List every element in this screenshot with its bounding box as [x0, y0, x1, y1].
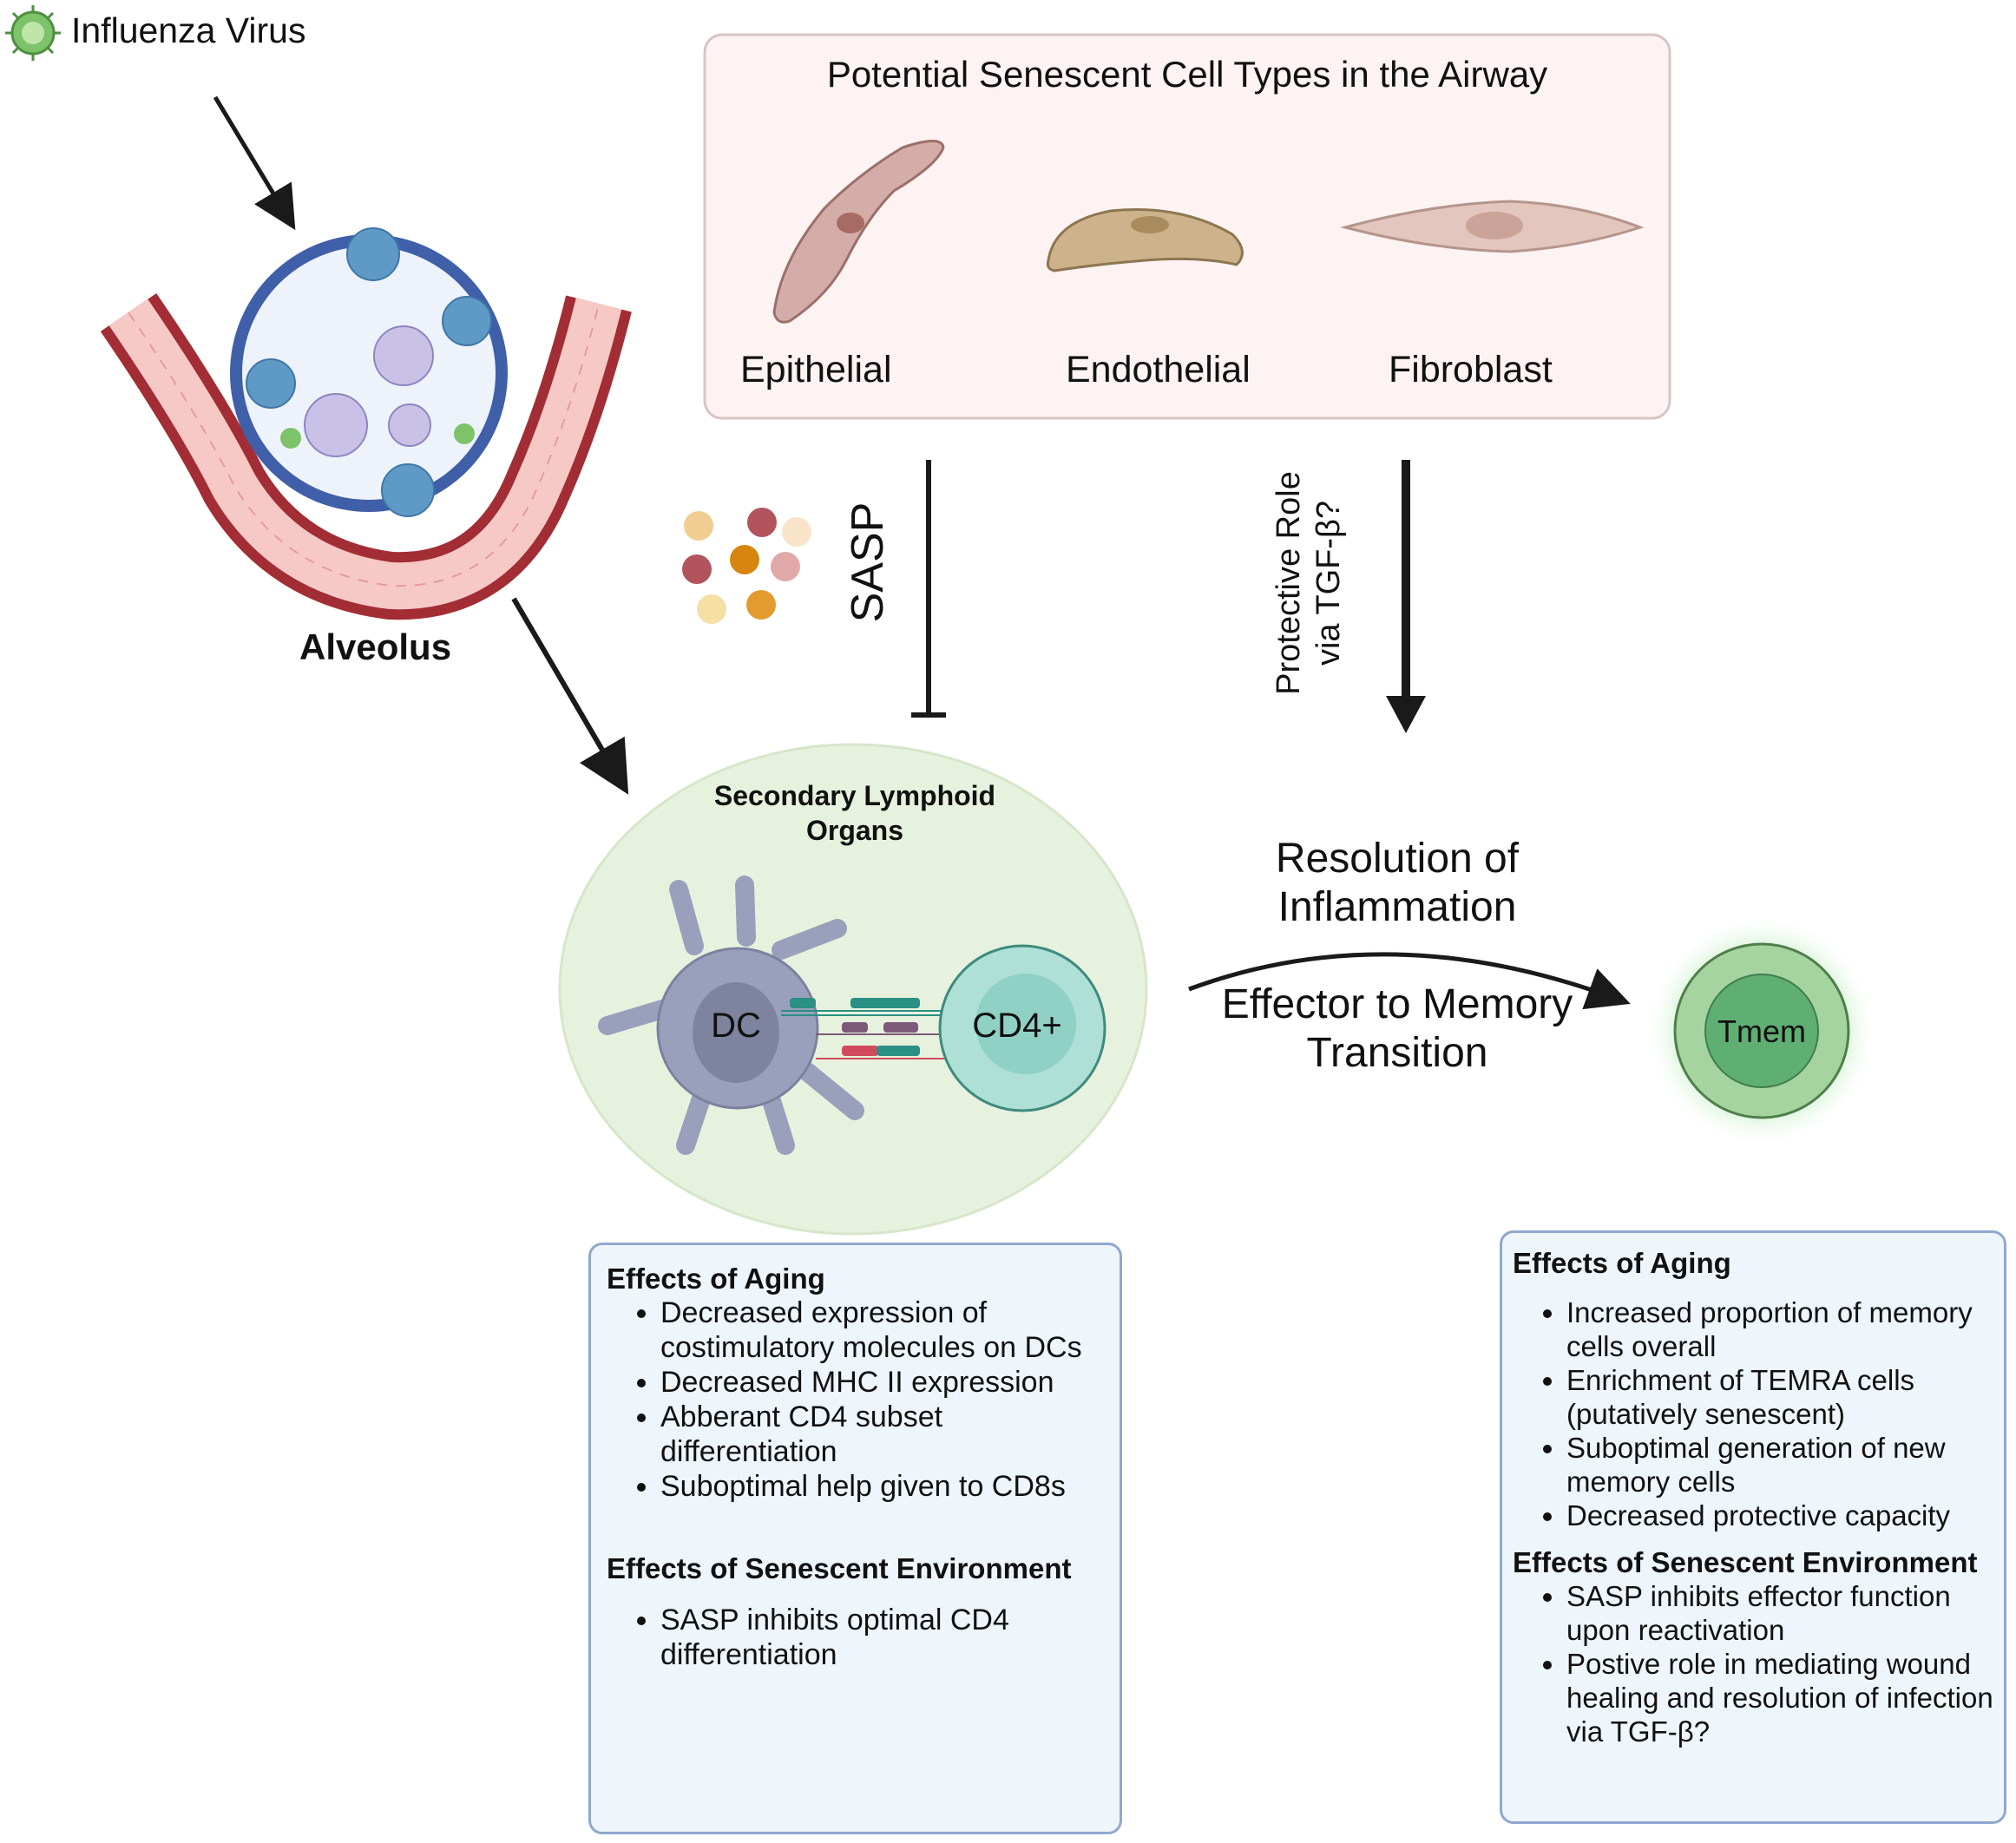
list-item: Decreased MHC II expression: [660, 1365, 1104, 1400]
endothelial-label: Endothelial: [1066, 349, 1251, 390]
dc-label: DC: [711, 1007, 761, 1045]
right-senescent-list: SASP inhibits effector function upon rea…: [1513, 1579, 1993, 1748]
fibroblast-cell-icon: [1340, 200, 1645, 253]
virus-to-alveolus-arrow: [213, 95, 296, 231]
list-item: Enrichment of TEMRA cells (putatively se…: [1566, 1363, 1993, 1431]
cd4-label: CD4+: [972, 1007, 1062, 1045]
virus-icon: [5, 5, 61, 61]
alveolus-label: Alveolus: [299, 626, 452, 667]
lymphoid-title: Secondary Lymphoid Organs: [681, 778, 1028, 848]
list-item: Postive role in mediating wound healing …: [1566, 1647, 1993, 1748]
right-aging-heading: Effects of Aging: [1513, 1247, 1731, 1279]
list-item: SASP inhibits optimal CD4 differentiatio…: [660, 1603, 1104, 1672]
protective-role-line1: Protective Role: [1271, 471, 1307, 695]
list-item: Decreased protective capacity: [1566, 1499, 1993, 1532]
left-senescent-list: SASP inhibits optimal CD4 differentiatio…: [607, 1603, 1104, 1672]
sasp-label: SASP: [843, 502, 893, 623]
alveolus-to-lymphoid-arrow: [511, 597, 629, 795]
fibroblast-label: Fibroblast: [1389, 349, 1553, 390]
senescent-panel-title: Potential Senescent Cell Types in the Ai…: [826, 54, 1548, 95]
effector-to-memory-arrow: [1188, 952, 1631, 1010]
protective-role-line2: via TGF-β?: [1310, 500, 1347, 666]
alveolus-illustration: [100, 227, 632, 620]
dendritic-cell-icon: [598, 876, 864, 1155]
epithelial-cell-icon: [772, 140, 945, 324]
list-item: SASP inhibits effector function upon rea…: [1566, 1579, 1993, 1647]
list-item: Increased proportion of memory cells ove…: [1566, 1295, 1993, 1363]
resolution-line1: Resolution of: [1275, 836, 1520, 882]
sasp-inhibition-line: [911, 460, 946, 718]
endothelial-cell-icon: [1046, 208, 1244, 272]
cd4-cell-icon: [938, 944, 1107, 1112]
sasp-particles: [682, 508, 811, 624]
lymphoid-title-line2: Organs: [805, 815, 904, 846]
resolution-line2: Inflammation: [1277, 884, 1517, 930]
tmem-cell-icon: [1645, 914, 1879, 1148]
list-item: Suboptimal help given to CD8s: [660, 1469, 1104, 1504]
tmem-label: Tmem: [1717, 1013, 1806, 1049]
right-senescent-heading: Effects of Senescent Environment: [1513, 1546, 1978, 1578]
list-item: Suboptimal generation of new memory cell…: [1566, 1431, 1993, 1499]
epithelial-label: Epithelial: [740, 349, 892, 390]
list-item: Decreased expression of costimulatory mo…: [660, 1295, 1104, 1365]
virus-legend-label: Influenza Virus: [71, 10, 306, 50]
protective-role-label: Protective Role via TGF-β?: [1269, 457, 1352, 709]
effector-memory-label: Effector to Memory Transition: [1189, 981, 1606, 1078]
lymphoid-effects-box: Effects of Aging Decreased expression of…: [588, 1243, 1122, 1834]
left-senescent-heading: Effects of Senescent Environment: [607, 1552, 1072, 1584]
effector-line1: Effector to Memory: [1221, 981, 1573, 1027]
right-aging-list: Increased proportion of memory cells ove…: [1513, 1295, 1993, 1532]
left-aging-list: Decreased expression of costimulatory mo…: [607, 1295, 1104, 1504]
effector-line2: Transition: [1306, 1030, 1488, 1076]
left-aging-heading: Effects of Aging: [607, 1263, 825, 1295]
list-item: Abberant CD4 subset differentiation: [660, 1400, 1104, 1469]
memory-effects-box: Effects of Aging Increased proportion of…: [1500, 1230, 2006, 1824]
lymphoid-title-line1: Secondary Lymphoid: [713, 780, 996, 811]
immune-synapse-receptors: [781, 998, 963, 1059]
protective-arrow: [1386, 460, 1426, 733]
resolution-label: Resolution of Inflammation: [1224, 835, 1571, 932]
